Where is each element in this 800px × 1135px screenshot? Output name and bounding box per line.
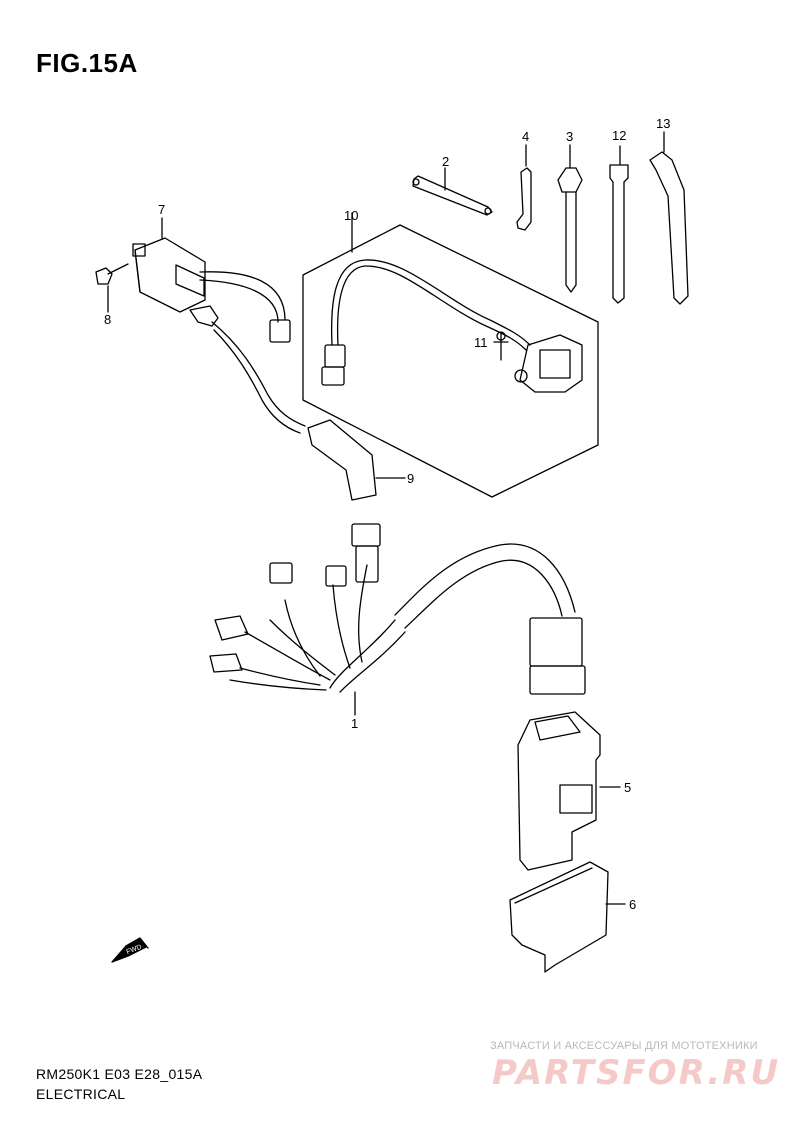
part-4-clip bbox=[516, 144, 532, 231]
part-1-wiring-harness bbox=[209, 523, 586, 716]
callout-11: 11 bbox=[474, 335, 488, 350]
part-12-cable-tie bbox=[609, 145, 629, 304]
part-13-cable-tie bbox=[649, 131, 689, 305]
watermark-brand: PARTSFOR.RU bbox=[492, 1053, 781, 1093]
part-10-sensor-lead bbox=[321, 212, 531, 386]
part-10-sensor-body bbox=[514, 334, 583, 393]
part-8-bolt bbox=[95, 263, 129, 313]
part-2-strap bbox=[412, 167, 493, 216]
kit-outline-10 bbox=[302, 224, 599, 498]
callout-6: 6 bbox=[629, 897, 636, 912]
callout-9: 9 bbox=[407, 471, 414, 486]
part-3-clamp-tie bbox=[557, 144, 583, 293]
callout-13: 13 bbox=[656, 116, 670, 131]
callout-3: 3 bbox=[566, 129, 573, 144]
callout-5: 5 bbox=[624, 780, 631, 795]
callout-10: 10 bbox=[344, 208, 358, 223]
part-11-screw bbox=[493, 331, 509, 361]
model-code: RM250K1 E03 E28_015A bbox=[36, 1066, 203, 1082]
part-5-cdi-unit bbox=[517, 711, 621, 871]
watermark-tagline: ЗАПЧАСТИ И АКСЕССУАРЫ ДЛЯ МОТОТЕХНИКИ bbox=[490, 1040, 758, 1052]
callout-4: 4 bbox=[522, 129, 529, 144]
callout-2: 2 bbox=[442, 154, 449, 169]
part-6-cdi-holder bbox=[509, 861, 626, 973]
callout-1: 1 bbox=[351, 716, 358, 731]
fwd-arrow-icon bbox=[111, 937, 149, 963]
figure-title: FIG.15A bbox=[36, 48, 138, 78]
callout-12: 12 bbox=[612, 128, 626, 143]
part-7-ignition-coil bbox=[132, 217, 206, 313]
part-7-coil-leads bbox=[189, 271, 291, 343]
callout-7: 7 bbox=[158, 202, 165, 217]
section-name: ELECTRICAL bbox=[36, 1086, 126, 1102]
callout-8: 8 bbox=[104, 312, 111, 327]
part-9-plug-cap bbox=[211, 321, 406, 501]
